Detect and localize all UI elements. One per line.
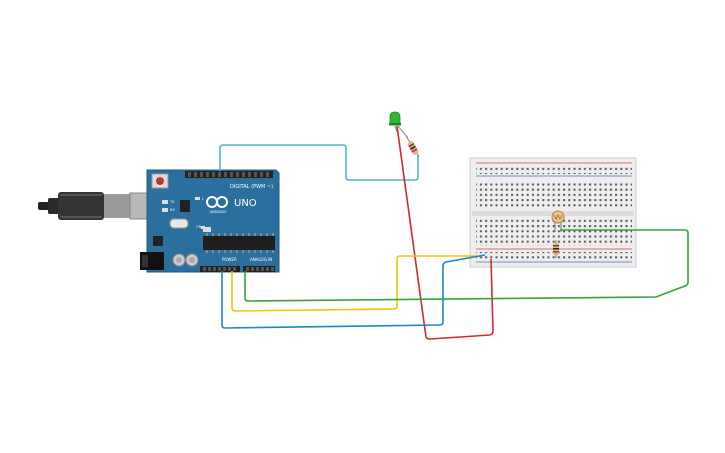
power-label: POWER [222, 257, 237, 262]
wire-yellow[interactable] [231, 255, 481, 312]
l-label: L [202, 197, 204, 201]
tx-label: TX [169, 200, 175, 204]
analog-label: ANALOG IN [250, 257, 272, 262]
wire-green[interactable] [244, 229, 689, 302]
wire-red[interactable] [396, 125, 494, 340]
uno-label: UNO [234, 198, 257, 209]
breadboard[interactable] [469, 157, 637, 268]
digital-label: DIGITAL (PWM ~) [230, 184, 273, 190]
wire-blue[interactable] [221, 254, 486, 329]
wire-cyan[interactable] [219, 144, 419, 181]
on-label: ON [196, 225, 202, 229]
brand-label: ARDUINO [210, 210, 227, 214]
infinity-logo-icon [206, 196, 228, 208]
atmega-chip [203, 236, 275, 250]
led-resistor-icon[interactable] [405, 135, 420, 158]
digital-header[interactable] [185, 171, 273, 178]
resistor-icon[interactable] [553, 240, 559, 258]
arduino-uno-board[interactable]: DIGITAL (PWM ~) TX RX L UNO ARDUINO ON [140, 169, 280, 273]
rx-label: RX [170, 208, 175, 212]
